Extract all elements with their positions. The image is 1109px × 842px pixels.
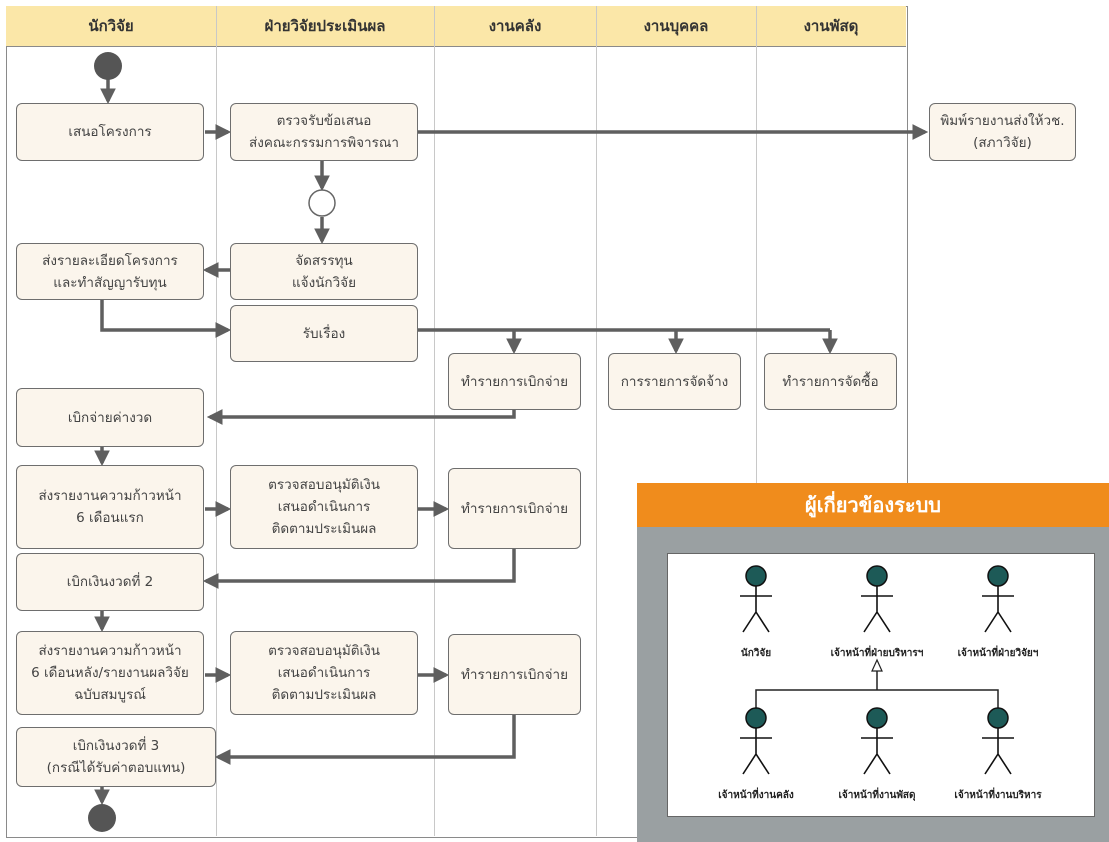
box-progress-last: ส่งรายงานความก้าวหน้า 6 เดือนหลัง/รายงาน… [16, 631, 204, 715]
box-send-details: ส่งรายละเอียดโครงการ และทำสัญญารับทุน [16, 243, 204, 300]
actor-admin-staff-icon [861, 565, 893, 633]
lane-divider [756, 6, 757, 836]
box-installment-2: เบิกเงินงวดที่ 2 [16, 553, 204, 611]
box-check-proposal: ตรวจรับข้อเสนอ ส่งคณะกรรมการพิจารณา [230, 103, 418, 161]
generalization-arrowhead [871, 658, 883, 672]
generalization-line [755, 671, 999, 718]
actor-label-management-staff: เจ้าหน้าที่งานบริหาร [954, 790, 1042, 801]
box-disburse-finance-1: ทำรายการเบิกจ่าย [448, 353, 581, 410]
actor-figures [740, 565, 1014, 775]
lane-divider [596, 6, 597, 836]
arrow-disburse3-to-installment3 [214, 715, 516, 765]
box-approve-1: ตรวจสอบอนุมัติเงิน เสนอดำเนินการ ติดตามป… [230, 465, 418, 549]
lane-divider [434, 6, 435, 836]
lane-title-personnel: งานบุคคล [643, 17, 709, 35]
start-node [94, 52, 122, 80]
actor-diagram: นักวิจัย เจ้าหน้าที่ฝ่ายบริหารฯ เจ้าหน้า… [667, 553, 1095, 817]
merge-node [308, 189, 336, 217]
box-installment-3: เบิกเงินงวดที่ 3 (กรณีได้รับค่าตอบแทน) [16, 727, 216, 787]
lane-title-finance: งานคลัง [488, 17, 542, 35]
end-node [88, 804, 116, 832]
lane-title-research-evaluation: ฝ่ายวิจัยประเมินผล [264, 17, 386, 35]
arrow-disburse1-to-installment [206, 409, 516, 425]
actor-supplies-staff-icon [861, 707, 893, 775]
box-print-report: พิมพ์รายงานส่งให้วช. (สภาวิจัย) [929, 103, 1076, 161]
box-progress-first: ส่งรายงานความก้าวหน้า 6 เดือนแรก [16, 465, 204, 549]
actor-label-supplies-staff: เจ้าหน้าที่งานพัสดุ [838, 790, 916, 801]
box-propose: เสนอโครงการ [16, 103, 204, 161]
actor-research-staff-icon [982, 565, 1014, 633]
actor-label-research-staff: เจ้าหน้าที่ฝ่ายวิจัยฯ [957, 648, 1039, 659]
actor-finance-staff-icon [740, 707, 772, 775]
actor-researcher-icon [740, 565, 772, 633]
box-withdraw-installment: เบิกจ่ายค่างวด [16, 388, 204, 447]
actor-label-admin-staff: เจ้าหน้าที่ฝ่ายบริหารฯ [830, 648, 924, 659]
box-approve-2: ตรวจสอบอนุมัติเงิน เสนอดำเนินการ ติดตามป… [230, 631, 418, 715]
box-purchase: ทำรายการจัดซื้อ [764, 353, 897, 410]
arrow-disburse2-to-installment2 [202, 549, 516, 589]
arrow-details-to-receive [100, 300, 232, 338]
system-actors-panel: ผู้เกี่ยวข้องระบบ นักวิจัย เจ้าหน้าที่ฝ่… [637, 483, 1109, 842]
box-disburse-finance-3: ทำรายการเบิกจ่าย [448, 634, 581, 715]
box-receive: รับเรื่อง [230, 305, 418, 362]
box-disburse-finance-2: ทำรายการเบิกจ่าย [448, 468, 581, 549]
actor-label-finance-staff: เจ้าหน้าที่งานคลัง [718, 790, 794, 801]
actor-label-researcher: นักวิจัย [740, 648, 772, 659]
panel-title: ผู้เกี่ยวข้องระบบ [637, 483, 1109, 527]
box-hire: การรายการจัดจ้าง [608, 353, 741, 410]
lane-title-researcher: นักวิจัย [88, 17, 134, 35]
actor-management-staff-icon [982, 707, 1014, 775]
box-allocate: จัดสรรทุน แจ้งนักวิจัย [230, 243, 418, 300]
lane-title-supplies: งานพัสดุ [803, 17, 859, 35]
